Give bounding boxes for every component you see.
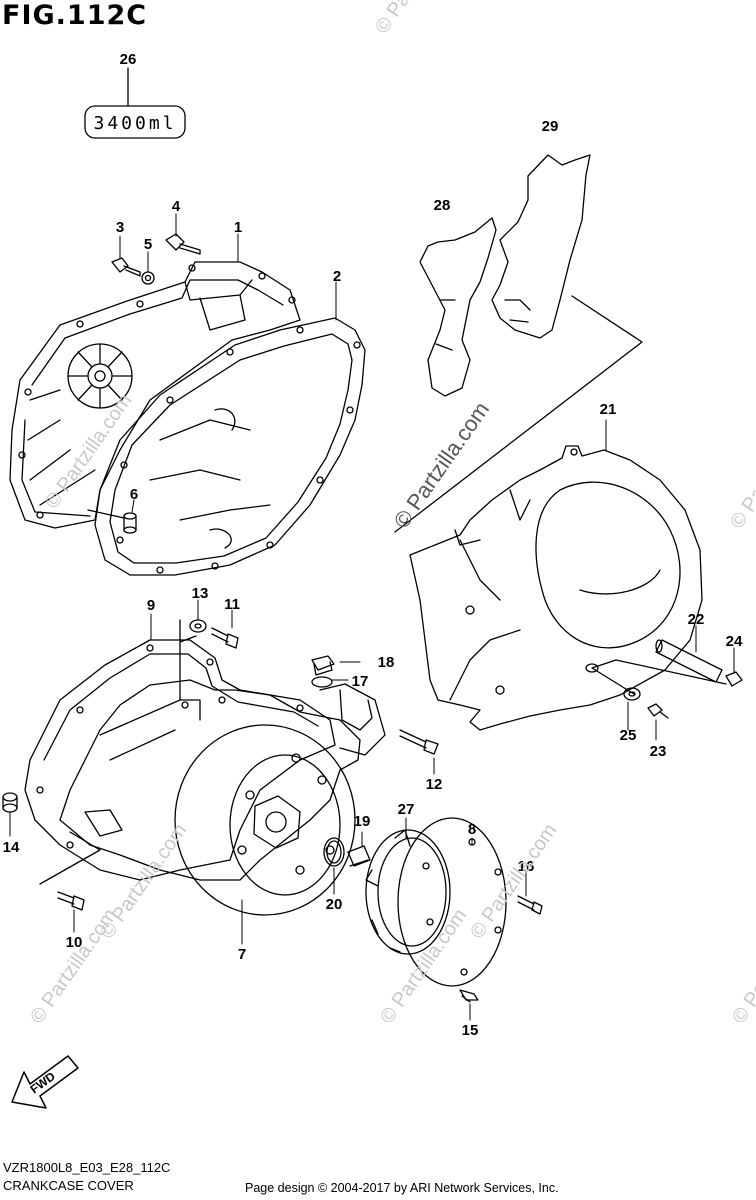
part-4-bolt (165, 233, 201, 255)
callout-28: 28 (434, 197, 451, 214)
fwd-label: FWD (27, 1069, 58, 1097)
sealant-box-label: 3400ml (93, 113, 176, 134)
callout-23: 23 (650, 743, 667, 760)
callout-22: 22 (688, 611, 705, 628)
part-15-screw (459, 989, 479, 1003)
callout-27: 27 (398, 801, 415, 818)
part-14-dowel (2, 792, 18, 813)
watermark-left: © Partzilla.com (41, 390, 136, 513)
watermark-bottom-right: © Partzilla.com (728, 905, 756, 1028)
figure-code: VZR1800L8_E03_E28_112C (3, 1160, 171, 1175)
leader-10 (39, 831, 101, 885)
part-3-bolt (111, 257, 141, 277)
page-credit: Page design © 2004-2017 by ARI Network S… (245, 1181, 559, 1195)
callout-2: 2 (333, 268, 341, 285)
callout-29: 29 (542, 118, 559, 135)
part-29-cover (491, 154, 591, 339)
part-2-gasket (94, 317, 366, 576)
watermark-mid-right: © Partzilla.com (466, 820, 561, 943)
callout-15: 15 (462, 1022, 479, 1039)
callout-17: 17 (352, 673, 369, 690)
callout-7: 7 (238, 946, 246, 963)
callout-10: 10 (66, 934, 83, 951)
part-17-o-ring (311, 676, 333, 688)
figure-title: FIG.112C (2, 0, 148, 31)
part-23-bolt (647, 703, 669, 719)
leader-lines (9, 213, 735, 1021)
callout-21: 21 (600, 401, 617, 418)
callout-13: 13 (192, 585, 209, 602)
callout-labels: 1 2 3 4 5 6 7 8 9 10 11 12 13 14 15 16 1… (3, 51, 743, 1039)
part-7-clutch-cover (59, 679, 386, 916)
leader-28-29 (394, 295, 643, 533)
watermark-right: © Partzilla.com (726, 410, 756, 533)
callout-16: 16 (518, 858, 535, 875)
callout-1: 1 (234, 219, 242, 236)
part-20-o-ring (323, 837, 345, 867)
part-19-plug (347, 845, 371, 867)
callout-8: 8 (468, 821, 476, 838)
callout-11: 11 (224, 596, 240, 613)
callout-26: 26 (120, 51, 137, 68)
watermark-mid-left: © Partzilla.com (96, 820, 191, 943)
part-6-dowel (87, 509, 137, 534)
callout-24: 24 (726, 633, 743, 650)
figure-name: CRANKCASE COVER (3, 1178, 134, 1193)
part-1-crankcase-cover (9, 261, 301, 529)
part-21-mount-hole (585, 663, 599, 673)
part-12-bolt (399, 729, 439, 755)
part-18-plug (311, 655, 335, 676)
callout-25: 25 (620, 727, 637, 744)
part-9-gasket (24, 639, 336, 881)
callout-19: 19 (354, 813, 371, 830)
callout-3: 3 (116, 219, 124, 236)
callout-18: 18 (378, 654, 395, 671)
part-16-screw (517, 895, 543, 915)
part-5-washer (141, 271, 155, 285)
callout-20: 20 (326, 896, 343, 913)
part-27-gasket (365, 829, 451, 955)
leader-9-11-13 (179, 619, 201, 721)
part-13-washer (189, 619, 207, 633)
watermark-top: © Partzilla.com (371, 0, 466, 38)
callout-9: 9 (147, 597, 155, 614)
part-11-bolt (211, 627, 239, 649)
part-28-cover (419, 217, 497, 397)
fwd-arrow (11, 1055, 79, 1109)
part-24-nut (725, 671, 743, 687)
callout-6: 6 (130, 486, 138, 503)
part-21-cover (409, 445, 703, 731)
watermarks: © Partzilla.com © Partzilla.com © Partzi… (26, 0, 756, 1028)
callout-14: 14 (3, 839, 20, 856)
callout-5: 5 (144, 236, 152, 253)
part-8-cover (397, 817, 507, 987)
watermark-bottom-center: © Partzilla.com (376, 905, 471, 1028)
callout-12: 12 (426, 776, 443, 793)
callout-4: 4 (172, 198, 181, 215)
leader-21-fasteners (591, 659, 727, 695)
part-10-bolt (57, 891, 85, 911)
part-26-sealant (84, 67, 186, 139)
